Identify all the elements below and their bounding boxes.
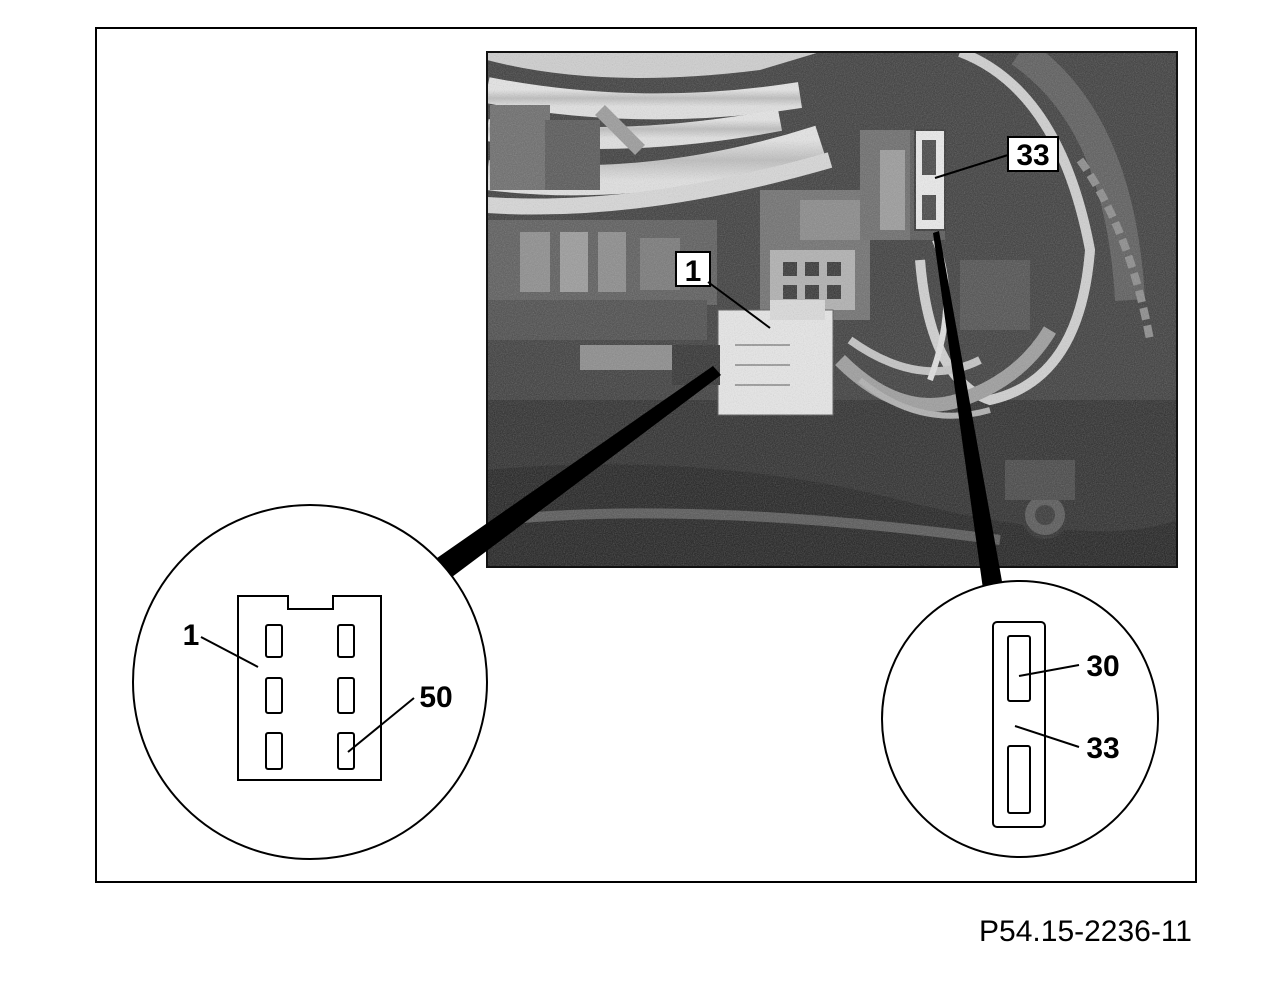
- connector-detail: 1 50: [132, 504, 488, 860]
- connector-pin: [337, 732, 355, 770]
- connector-pin: [337, 624, 355, 658]
- photo-callout-relay: 33: [934, 136, 1059, 179]
- connector-pin-label-left: 1: [183, 619, 200, 652]
- leader-wedge-connector: [437, 366, 721, 577]
- photo-callout-connector-label: 1: [685, 255, 702, 288]
- connector-pin: [337, 677, 355, 714]
- connector-outline: [237, 595, 382, 781]
- relay-terminal-upper-label: 30: [1086, 650, 1119, 683]
- relay-terminal-lower-slot: [1007, 745, 1031, 814]
- engine-bay-photo: [487, 52, 1177, 567]
- leader-wedge-relay: [933, 231, 1003, 589]
- relay-detail: 30 33: [881, 580, 1159, 858]
- connector-pin-label-right: 50: [419, 681, 452, 714]
- photo-border: [486, 51, 1178, 568]
- relay-outline: [992, 621, 1046, 828]
- connector-pin: [265, 732, 283, 770]
- relay-terminal-lower-label: 33: [1086, 732, 1119, 765]
- connector-pin: [265, 677, 283, 714]
- relay-terminal-upper-slot: [1007, 635, 1031, 702]
- outer-frame: [95, 27, 1197, 883]
- photo-callout-relay-label: 33: [1016, 139, 1049, 172]
- figure-reference-code: P54.15-2236-11: [979, 915, 1192, 948]
- photo-callout-connector: 1: [675, 251, 771, 329]
- connector-pin: [265, 624, 283, 658]
